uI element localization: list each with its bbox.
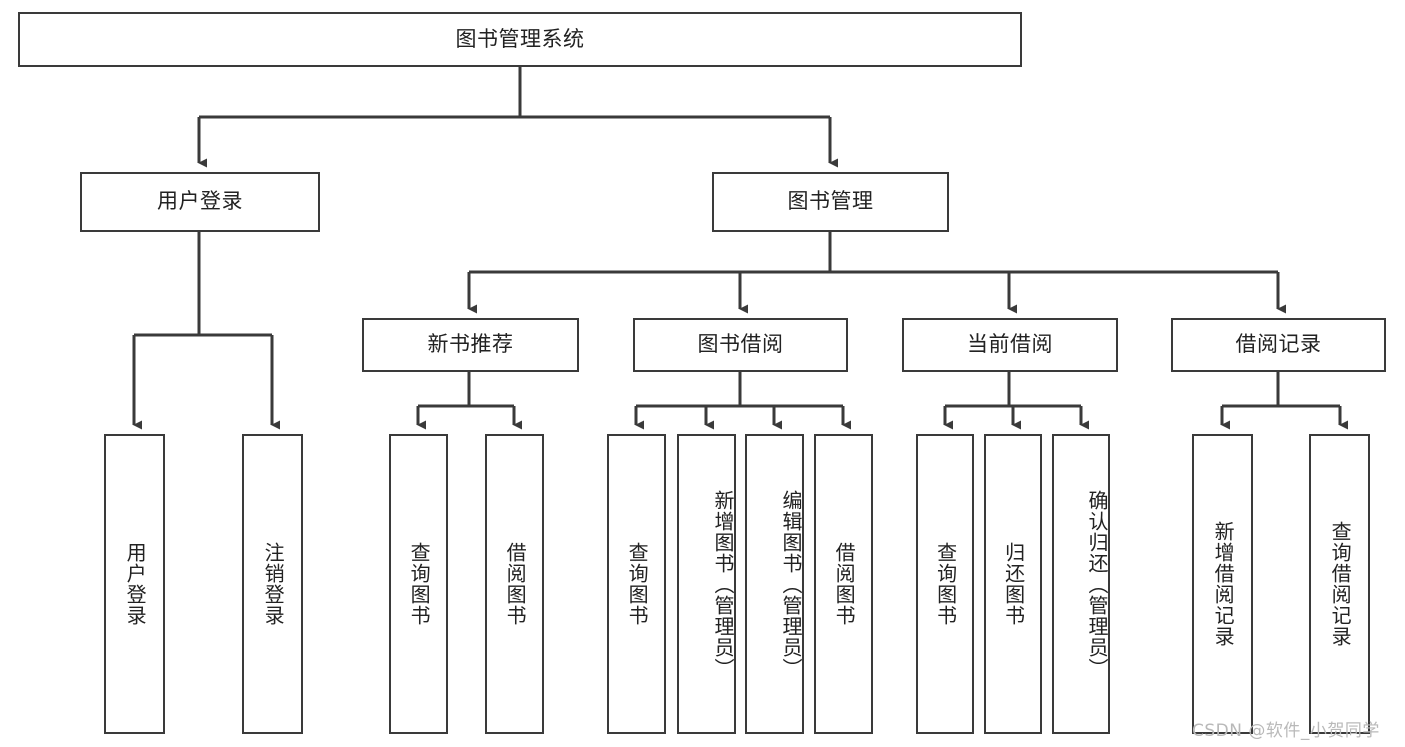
node-leaf-borrow-book-2-label: 借阅图书: [832, 542, 857, 626]
node-leaf-confirm-return[interactable]: 确认归还（管理员）: [1052, 434, 1110, 734]
csdn-watermark: CSDN @软件_小贺同学: [1192, 721, 1380, 741]
node-leaf-confirm-return-label: 确认归还（管理员）: [1085, 489, 1109, 679]
node-root[interactable]: 图书管理系统: [18, 12, 1022, 67]
node-leaf-add-book[interactable]: 新增图书（管理员）: [677, 434, 736, 734]
node-leaf-query-book-3[interactable]: 查询图书: [916, 434, 974, 734]
node-current-borrow[interactable]: 当前借阅: [902, 318, 1118, 372]
node-user-login[interactable]: 用户登录: [80, 172, 320, 232]
node-leaf-user-login-label: 用户登录: [123, 542, 148, 626]
node-leaf-logout-label: 注销登录: [261, 542, 286, 626]
node-leaf-logout[interactable]: 注销登录: [242, 434, 303, 734]
node-current-borrow-label: 当前借阅: [967, 332, 1053, 357]
node-book-management[interactable]: 图书管理: [712, 172, 949, 232]
node-leaf-query-book-1[interactable]: 查询图书: [389, 434, 448, 734]
node-book-management-label: 图书管理: [787, 189, 874, 214]
node-leaf-borrow-book-1-label: 借阅图书: [503, 542, 528, 626]
node-new-book-recommend-label: 新书推荐: [427, 332, 514, 357]
node-leaf-query-book-1-label: 查询图书: [407, 542, 432, 626]
node-leaf-add-borrow-record-label: 新增借阅记录: [1211, 521, 1236, 647]
node-leaf-return-book[interactable]: 归还图书: [984, 434, 1042, 734]
node-leaf-return-book-label: 归还图书: [1001, 542, 1026, 626]
node-root-label: 图书管理系统: [455, 26, 585, 51]
node-leaf-add-borrow-record[interactable]: 新增借阅记录: [1192, 434, 1253, 734]
node-new-book-recommend[interactable]: 新书推荐: [362, 318, 579, 372]
node-leaf-borrow-book-1[interactable]: 借阅图书: [485, 434, 544, 734]
node-user-login-label: 用户登录: [157, 189, 243, 214]
node-borrow-record[interactable]: 借阅记录: [1171, 318, 1386, 372]
node-leaf-query-borrow-record[interactable]: 查询借阅记录: [1309, 434, 1370, 734]
node-borrow-record-label: 借阅记录: [1235, 332, 1322, 357]
node-book-borrow[interactable]: 图书借阅: [633, 318, 848, 372]
node-leaf-query-book-2[interactable]: 查询图书: [607, 434, 666, 734]
node-leaf-user-login[interactable]: 用户登录: [104, 434, 165, 734]
node-leaf-query-borrow-record-label: 查询借阅记录: [1328, 521, 1353, 647]
node-leaf-edit-book[interactable]: 编辑图书（管理员）: [745, 434, 804, 734]
node-leaf-query-book-2-label: 查询图书: [625, 542, 650, 626]
node-leaf-query-book-3-label: 查询图书: [933, 542, 958, 626]
node-leaf-add-book-label: 新增图书（管理员）: [711, 489, 735, 679]
node-leaf-borrow-book-2[interactable]: 借阅图书: [814, 434, 873, 734]
node-book-borrow-label: 图书借阅: [697, 332, 784, 357]
node-leaf-edit-book-label: 编辑图书（管理员）: [779, 489, 803, 679]
